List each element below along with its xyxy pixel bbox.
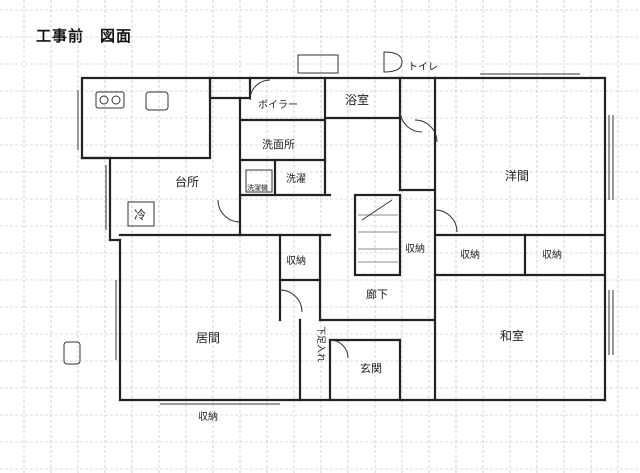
walls — [80, 76, 607, 402]
room-label-storage-stair: 収納 — [405, 242, 425, 255]
room-label-storage-east2: 収納 — [542, 248, 562, 261]
drawing-title: 工事前 図面 — [36, 27, 133, 45]
meter-icon — [63, 341, 81, 365]
fixtures — [63, 51, 403, 365]
room-label-hallway: 廊下 — [366, 287, 388, 301]
room-label-laundry: 洗濯 — [286, 173, 306, 185]
room-label-toilet: トイレ — [408, 62, 438, 73]
room-label-japanese-room: 和室 — [500, 328, 524, 343]
windows — [77, 54, 614, 405]
staircase — [358, 199, 398, 263]
room-label-storage-south: 収納 — [198, 410, 218, 423]
sink-icon — [145, 91, 169, 111]
room-label-washroom: 洗面所 — [262, 138, 295, 151]
room-label-living: 居間 — [196, 331, 220, 345]
room-label-entrance: 玄関 — [360, 361, 382, 375]
washer-icon — [245, 169, 273, 193]
room-label-kitchen: 台所 — [175, 174, 199, 189]
toilet-icon — [383, 51, 403, 73]
stove-icon — [95, 91, 125, 109]
room-labels: 台所 冷 ボイラー 浴室 トイレ 洗面所 洗濯 洗濯機 洋間 収納 収納 収納 … — [134, 62, 562, 423]
room-label-bathroom: 浴室 — [345, 92, 369, 107]
room-label-western-room: 洋間 — [505, 168, 529, 183]
door-swings — [217, 79, 458, 359]
room-label-storage-east1: 収納 — [460, 248, 480, 261]
fridge-icon — [127, 201, 155, 227]
room-label-shoe-box: 下足入れ — [315, 326, 326, 362]
room-label-washer: 洗濯機 — [247, 183, 268, 192]
room-label-reizoko: 冷 — [134, 208, 146, 222]
room-label-boiler: ボイラー — [258, 99, 298, 111]
room-label-storage-center: 収納 — [286, 254, 306, 267]
